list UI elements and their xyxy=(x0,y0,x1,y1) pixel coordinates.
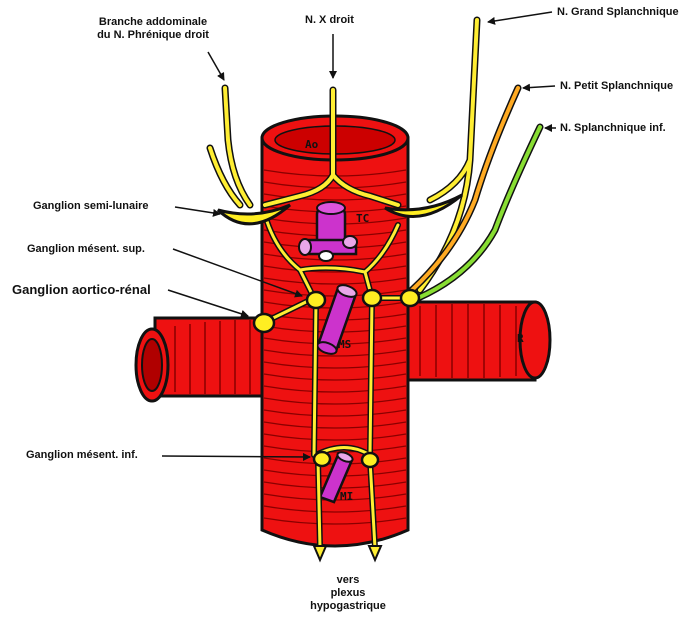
aorticorenal-leader xyxy=(168,290,248,316)
hypogastric-label-line1: vers xyxy=(288,574,408,587)
aorticorenal-ganglion-left xyxy=(254,314,274,332)
phrenic-label-line1: Branche addominale xyxy=(68,16,238,29)
phrenic-leader xyxy=(208,52,224,80)
inf-mesenteric-ganglion-label: Ganglion mésent. inf. xyxy=(26,449,138,462)
greater-splanchnic-leader xyxy=(488,12,552,22)
lesser-splanchnic-label: N. Petit Splanchnique xyxy=(560,80,673,93)
celiac-trunk-mark: TC xyxy=(356,212,369,225)
phrenic-label-line2: du N. Phrénique droit xyxy=(68,29,238,42)
hypogastric-label-line2: plexus xyxy=(288,587,408,600)
inf-mesenteric-leader xyxy=(162,456,310,457)
phrenic-label: Branche addominale du N. Phrénique droit xyxy=(68,16,238,42)
greater-splanchnic-label: N. Grand Splanchnique xyxy=(557,6,679,19)
inf-mesenteric-ganglion-right xyxy=(362,453,378,467)
aorticorenal-ganglion-label: Ganglion aortico-rénal xyxy=(12,282,151,297)
celiac-leader xyxy=(175,207,220,214)
sup-mesenteric-ganglion-left xyxy=(307,292,325,308)
hypogastric-label: vers plexus hypogastrique xyxy=(288,574,408,613)
hypogastric-terminal-right xyxy=(369,546,381,560)
inf-mesenteric-mark: MI xyxy=(340,490,353,503)
hypogastric-terminal-left xyxy=(314,546,326,560)
sup-mesenteric-ganglion-label: Ganglion mésent. sup. xyxy=(27,243,145,256)
vagus-label: N. X droit xyxy=(305,14,354,27)
sup-mesenteric-mark: MS xyxy=(338,338,351,351)
hypogastric-label-line3: hypogastrique xyxy=(288,600,408,613)
left-renal-artery xyxy=(136,318,275,401)
sup-mesenteric-ganglion-right xyxy=(363,290,381,306)
aorta-mark: Ao xyxy=(305,138,319,151)
aorticorenal-ganglion-right xyxy=(401,290,419,306)
inf-mesenteric-ganglion-left xyxy=(314,452,330,466)
celiac-ganglion-label: Ganglion semi-lunaire xyxy=(33,200,149,213)
lesser-splanchnic-leader xyxy=(523,86,555,88)
least-splanchnic-label: N. Splanchnique inf. xyxy=(560,122,666,135)
right-renal-artery xyxy=(400,302,550,380)
renal-mark: R xyxy=(517,332,524,345)
